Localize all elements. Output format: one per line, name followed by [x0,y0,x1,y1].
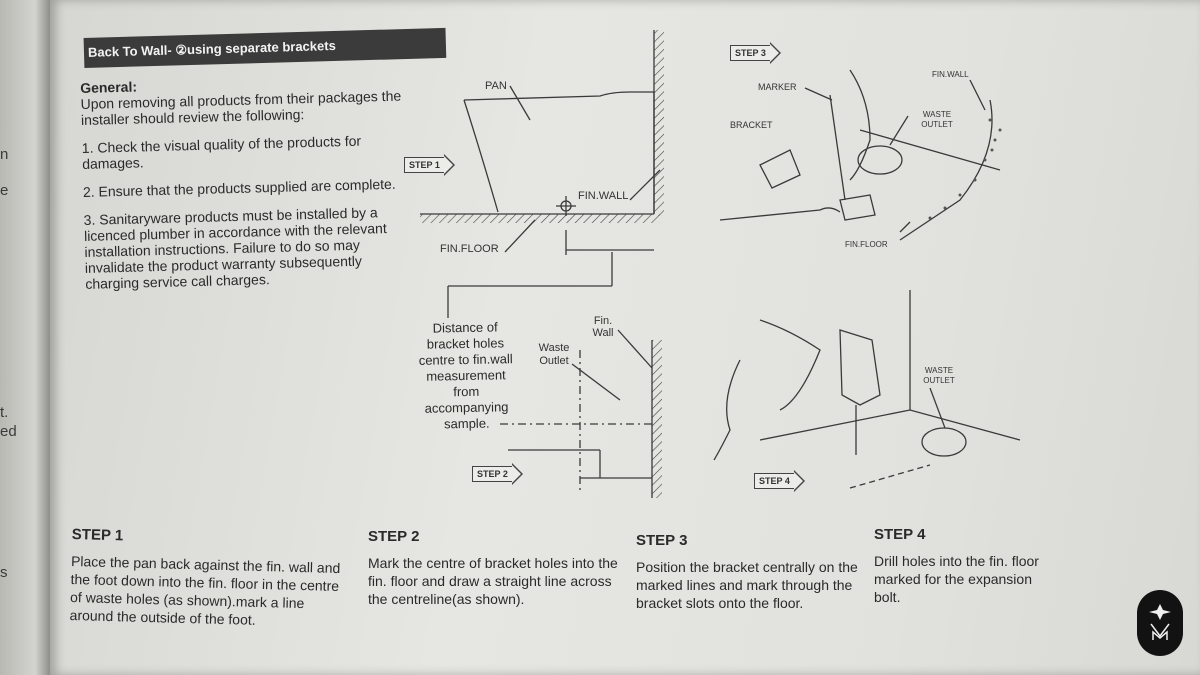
step-1-tag-label: STEP 1 [404,157,445,173]
arrow-right-icon [443,154,455,176]
label-fin-wall: FIN.WALL [578,190,629,202]
step-2-instructions: STEP 2 Mark the centre of bracket holes … [368,528,626,608]
distance-note-line: sample. [443,415,490,432]
floor-hatch [420,214,660,223]
step-4-instructions: STEP 4 Drill holes into the fin. floor m… [874,526,1054,606]
label-waste-outlet-4: WASTE OUTLET [923,366,955,385]
label-fin-floor: FIN.FLOOR [440,243,499,255]
step-3-tag: STEP 3 [730,42,781,64]
step-3-tag-label: STEP 3 [730,45,771,61]
step-4-body: Drill holes into the fin. floor marked f… [874,553,1039,605]
step-4-tag: STEP 4 [754,470,805,492]
step-2-title: STEP 2 [368,528,420,545]
step-3-title: STEP 3 [636,532,688,549]
wall-hatch-2 [652,340,662,498]
step-2-body: Mark the centre of bracket holes into th… [368,555,618,607]
distance-note: Distance of bracket holes centre to fin.… [395,319,537,433]
facing-page-edge: n e t. ed s [0,0,50,675]
watermark-logo-icon [1137,590,1183,656]
label-waste-outlet-3: WASTE OUTLET [921,110,953,129]
step-4-tag-label: STEP 4 [754,473,795,489]
step-2-tag-label: STEP 2 [472,466,513,482]
wall-hatch [654,30,664,216]
arrow-right-icon [769,42,781,64]
step-2-tag: STEP 2 [472,463,523,485]
step-1-instructions: STEP 1 Place the pan back against the fi… [69,526,341,631]
step-4-title: STEP 4 [874,526,926,543]
step-1-tag: STEP 1 [404,154,455,176]
facing-page-text: n [0,146,9,163]
facing-page-text: t. [0,404,9,421]
step-1-body: Place the pan back against the fin. wall… [69,552,341,628]
label-marker: MARKER [758,82,797,92]
label-bracket: BRACKET [730,120,773,130]
label-waste-outlet: Waste Outlet [538,342,570,367]
label-pan: PAN [485,80,507,92]
facing-page-text: ed [0,423,17,440]
arrow-right-icon [793,470,805,492]
facing-page-text: e [0,182,9,199]
facing-page-text: s [0,564,8,581]
step-3-instructions: STEP 3 Position the bracket centrally on… [636,532,868,612]
label-fin-wall-2: Fin. Wall [592,315,614,339]
arrow-right-icon [511,463,523,485]
step-3-body: Position the bracket centrally on the ma… [636,559,858,611]
label-fin-floor-3: FIN.FLOOR [845,240,888,249]
label-fin-wall-3: FIN.WALL [932,70,969,79]
